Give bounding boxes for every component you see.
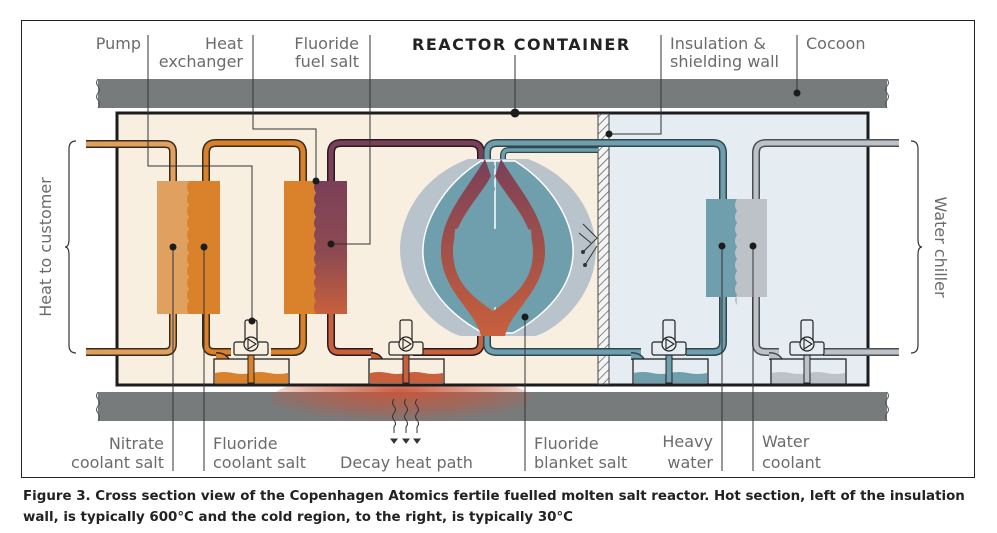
figure-caption: Figure 3. Cross section view of the Cope… [23,486,983,528]
pumps [233,319,825,384]
label-heavy-water-line2: water [667,453,713,472]
label-water-chiller: Water chiller [931,196,950,298]
reactor-container-title: REACTOR CONTAINER [412,35,631,54]
label-decay-heat-path: Decay heat path [340,453,473,472]
figure-frame: REACTOR CONTAINER Pump Heat exchanger Fl… [21,20,975,478]
pump-fuel-salt-icon [388,319,424,384]
label-heat-exchanger-line1: Heat [205,34,243,53]
label-fuel-salt-line1: Fluoride [294,34,359,53]
pump-water-coolant-icon [789,319,825,384]
reactor-container [115,111,870,387]
leader-lines [147,35,798,471]
cocoon-top-bar [96,78,889,109]
water-chiller-brace [910,140,923,354]
label-fluoride-coolant-line1: Fluoride [213,434,278,453]
pump-fluoride-coolant-icon [233,319,269,384]
pump-heavy-water-icon [651,319,687,384]
label-heavy-water-line1: Heavy [662,432,713,451]
leader-dots [169,89,801,325]
reactor-diagram: REACTOR CONTAINER Pump Heat exchanger Fl… [36,34,950,472]
label-blanket-line1: Fluoride [534,434,599,453]
label-blanket-line2: blanket salt [534,453,627,472]
heat-exchanger-water [706,199,767,305]
blanket-loop [483,139,727,369]
label-water-coolant-line2: coolant [762,453,821,472]
label-cocoon: Cocoon [806,34,865,53]
label-insulation-line2: shielding wall [670,52,779,71]
label-fluoride-coolant-line2: coolant salt [213,453,306,472]
label-fuel-salt-line2: fuel salt [295,52,359,71]
label-heat-exchanger-line2: exchanger [159,52,244,71]
caption-line-2: wall, is typically 600°C and the cold re… [23,510,573,525]
label-water-coolant-line1: Water [762,432,810,451]
label-pump: Pump [96,34,141,53]
decay-heat-arrows-icon [390,398,421,444]
caption-line-1: Figure 3. Cross section view of the Cope… [23,489,965,504]
heat-to-customer-brace [64,140,77,354]
heat-exchanger-fuel [284,181,347,314]
fuel-droplets [478,164,508,204]
label-insulation-line1: Insulation & [670,34,766,53]
label-heat-to-customer: Heat to customer [36,177,55,317]
label-nitrate-line1: Nitrate [109,434,164,453]
heat-exchanger-nitrate [157,181,220,314]
label-nitrate-line2: coolant salt [71,453,164,472]
insulation-shielding-wall [597,113,610,385]
radiation-arrows-icon [578,223,598,267]
reactor-core [400,159,596,336]
